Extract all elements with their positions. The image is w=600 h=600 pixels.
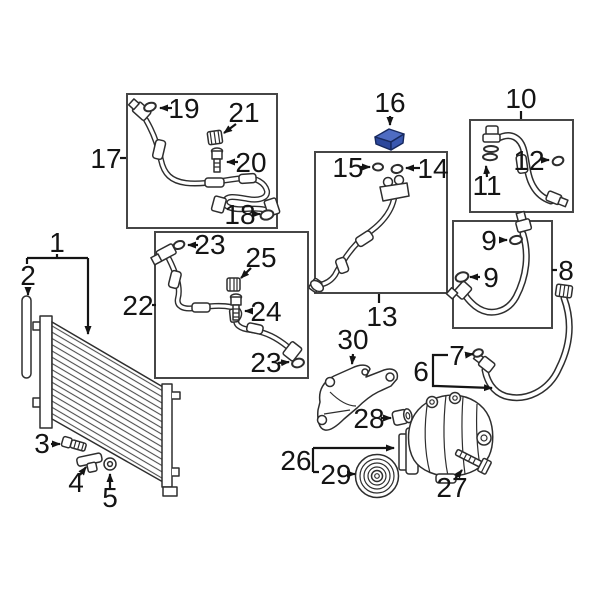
- o-ring-19: [143, 101, 157, 113]
- callout-labels: 1 2 3 4 5 6 7 8 9 9 10 11 12 13 14 15 16…: [20, 83, 574, 513]
- callout-21: 21: [228, 97, 259, 128]
- arrow-23b: [277, 359, 290, 367]
- compressor-bracket-30: [316, 364, 399, 431]
- tee-fitting-4: [76, 452, 103, 473]
- callout-29: 29: [320, 459, 351, 490]
- callout-13: 13: [366, 301, 397, 332]
- ac-hose-9: [445, 210, 533, 313]
- arrow-4: [78, 466, 87, 476]
- bracket-26: [311, 448, 319, 474]
- ac-hose-8: [472, 283, 574, 398]
- o-ring-9-upper: [509, 234, 523, 246]
- callout-23-upper: 23: [194, 229, 225, 260]
- callout-20: 20: [235, 147, 266, 178]
- callout-22: 22: [122, 290, 153, 321]
- callout-7: 7: [449, 340, 465, 371]
- grommet-5: [103, 457, 117, 471]
- callout-9-upper: 9: [481, 225, 497, 256]
- arrow-21: [223, 123, 237, 134]
- o-ring-14: [390, 163, 404, 175]
- callout-5: 5: [102, 482, 118, 513]
- cap-25: [226, 277, 241, 292]
- callout-4: 4: [68, 467, 84, 498]
- receiver-drier: [21, 295, 32, 379]
- callout-27: 27: [436, 472, 467, 503]
- callout-18: 18: [224, 199, 255, 230]
- callout-8: 8: [558, 255, 574, 286]
- callout-26: 26: [280, 445, 311, 476]
- callout-25: 25: [245, 242, 276, 273]
- callout-1: 1: [49, 227, 65, 258]
- valve-cover-16-highlighted: [374, 128, 405, 151]
- arrow-11: [483, 165, 491, 178]
- arrow-25: [240, 267, 252, 279]
- arrow-6: [436, 384, 493, 392]
- bushing-28: [391, 408, 413, 426]
- callout-6: 6: [413, 356, 429, 387]
- callout-23-lower: 23: [250, 347, 281, 378]
- callout-24: 24: [250, 296, 281, 327]
- callout-2: 2: [20, 260, 36, 291]
- o-ring-23-lower: [291, 357, 305, 369]
- arrow-27: [454, 469, 463, 480]
- o-ring-23-upper: [172, 239, 186, 251]
- callout-leaders: [24, 104, 557, 489]
- pulley-29: [354, 453, 400, 499]
- arrow-30: [349, 353, 357, 365]
- bracket-1: [25, 254, 88, 264]
- callout-17: 17: [90, 143, 121, 174]
- callout-15: 15: [332, 152, 363, 183]
- o-rings-11: [482, 145, 499, 162]
- arrow-7: [464, 351, 474, 359]
- ac-pipe-13: [308, 174, 410, 293]
- o-ring-15: [372, 162, 384, 172]
- bracket-6: [431, 353, 448, 388]
- callout-14: 14: [417, 153, 448, 184]
- callout-16: 16: [374, 87, 405, 118]
- plug-valve-3: [60, 435, 87, 452]
- charge-valve-24: [229, 293, 243, 321]
- o-ring-12: [551, 155, 565, 167]
- callout-3: 3: [34, 428, 50, 459]
- cap-21: [206, 129, 224, 146]
- liquid-line-22: [150, 243, 303, 362]
- o-ring-9-left: [454, 271, 470, 283]
- callout-19: 19: [168, 93, 199, 124]
- callout-12: 12: [513, 145, 544, 176]
- callout-10: 10: [505, 83, 536, 114]
- callout-28: 28: [353, 403, 384, 434]
- callout-11: 11: [472, 170, 501, 201]
- bolt-27: [454, 449, 492, 475]
- callout-9-left: 9: [483, 262, 499, 293]
- ac-hose-10: [482, 125, 569, 208]
- callout-30: 30: [337, 324, 368, 355]
- charge-valve-20: [210, 147, 224, 173]
- condenser: [32, 315, 181, 497]
- suction-line-17: [127, 98, 281, 217]
